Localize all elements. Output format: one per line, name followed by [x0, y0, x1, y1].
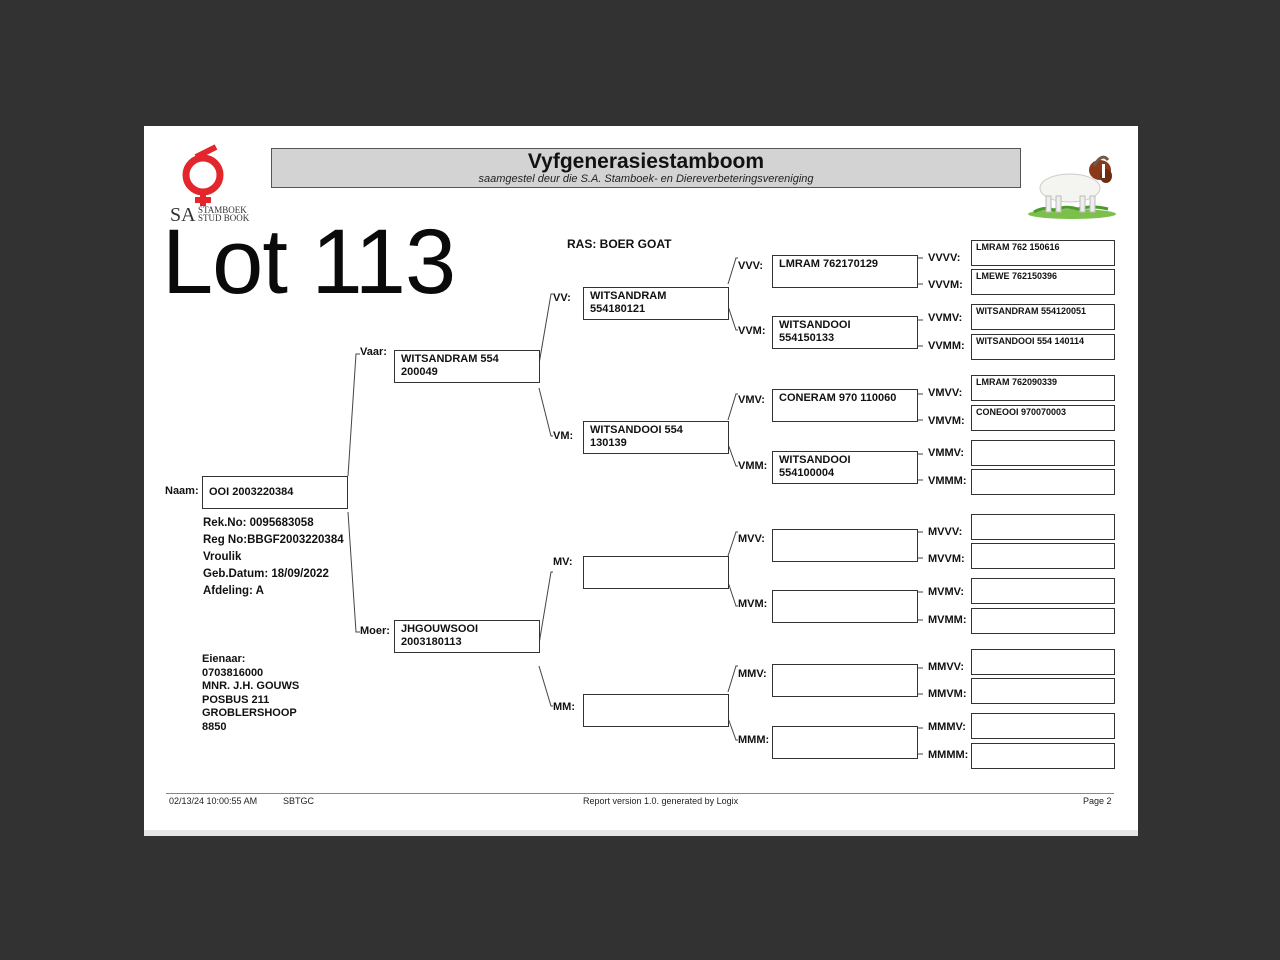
owner-block: Eienaar: 0703816000 MNR. J.H. GOUWS POSB…: [202, 653, 299, 734]
label-vmmm: VMMM:: [928, 475, 967, 487]
label-mmmv: MMMV:: [928, 721, 966, 733]
label-vvmv: VVMV:: [928, 312, 962, 324]
label-mmmm: MMMM:: [928, 749, 968, 761]
vvvv-box: LMRAM 762 150616: [971, 240, 1115, 266]
vm-line1: WITSANDOOI 554: [590, 424, 683, 436]
label-vv: VV:: [553, 292, 571, 304]
owner-label: Eienaar:: [202, 653, 299, 667]
label-mm: MM:: [553, 701, 575, 713]
label-mmm: MMM:: [738, 734, 769, 746]
mvm-box: [772, 590, 918, 623]
vv-line1: WITSANDRAM: [590, 290, 666, 302]
vvmv-box: WITSANDRAM 554120051: [971, 304, 1115, 330]
dam-line2: 2003180113: [401, 636, 462, 648]
label-mmvm: MMVM:: [928, 688, 967, 700]
vv-line2: 554180121: [590, 303, 645, 315]
mmmv-box: [971, 713, 1115, 739]
division: Afdeling: A: [203, 583, 344, 600]
sheet-bottom-edge: [144, 830, 1138, 836]
label-vvv: VVV:: [738, 260, 763, 272]
label-mvvv: MVVV:: [928, 526, 962, 538]
mmvv-box: [971, 649, 1115, 675]
sex: Vroulik: [203, 549, 344, 566]
label-naam: Naam:: [165, 485, 199, 497]
label-mmv: MMV:: [738, 668, 767, 680]
sire-line1: WITSANDRAM 554: [401, 353, 499, 365]
vmmv-box: [971, 440, 1115, 466]
mm-box: [583, 694, 729, 727]
label-vvvm: VVVM:: [928, 279, 963, 291]
mvmv-box: [971, 578, 1115, 604]
footer-rule: [166, 793, 1114, 794]
vvmm-box: WITSANDOOI 554 140114: [971, 334, 1115, 360]
mmmm-box: [971, 743, 1115, 769]
owner-address-line1: POSBUS 211: [202, 694, 299, 708]
label-mvv: MVV:: [738, 533, 765, 545]
mmv-box: [772, 664, 918, 697]
sire-line2: 200049: [401, 366, 438, 378]
vmmm-box: [971, 469, 1115, 495]
vvm-line2: 554150133: [779, 332, 834, 344]
animal-box: OOI 2003220384: [202, 476, 348, 509]
label-vmv: VMV:: [738, 394, 765, 406]
birth-date: Geb.Datum: 18/09/2022: [203, 566, 344, 583]
label-vvmm: VVMM:: [928, 340, 965, 352]
label-mvvm: MVVM:: [928, 553, 965, 565]
mvvv-box: [971, 514, 1115, 540]
label-mvmv: MVMV:: [928, 586, 964, 598]
footer-timestamp: 02/13/24 10:00:55 AM: [169, 796, 257, 806]
rek-no: Rek.No: 0095683058: [203, 515, 344, 532]
label-moer: Moer:: [360, 625, 390, 637]
label-vvm: VVM:: [738, 325, 766, 337]
label-vmm: VMM:: [738, 460, 767, 472]
label-vmvm: VMVM:: [928, 415, 965, 427]
vmm-line1: WITSANDOOI: [779, 454, 851, 466]
reg-no: Reg No:BBGF2003220384: [203, 532, 344, 549]
mvvm-box: [971, 543, 1115, 569]
footer-page: Page 2: [1083, 796, 1112, 806]
owner-phone: 0703816000: [202, 667, 299, 681]
vvv-line1: LMRAM 762170129: [779, 258, 878, 270]
label-vm: VM:: [553, 430, 573, 442]
animal-details: Rek.No: 0095683058 Reg No:BBGF2003220384…: [203, 515, 344, 600]
vm-line2: 130139: [590, 437, 627, 449]
label-vmmv: VMMV:: [928, 447, 964, 459]
vmv-box: CONERAM 970 110060: [772, 389, 918, 422]
mvmm-box: [971, 608, 1115, 634]
mv-box: [583, 556, 729, 589]
owner-address-line2: GROBLERSHOOP: [202, 707, 299, 721]
label-mvm: MVM:: [738, 598, 767, 610]
vvvm-box: LMEWE 762150396: [971, 269, 1115, 295]
mmvm-box: [971, 678, 1115, 704]
label-mv: MV:: [553, 556, 573, 568]
vmv-line1: CONERAM 970 110060: [779, 392, 896, 404]
vvm-line1: WITSANDOOI: [779, 319, 851, 331]
owner-name: MNR. J.H. GOUWS: [202, 680, 299, 694]
mvv-box: [772, 529, 918, 562]
label-mmvv: MMVV:: [928, 661, 964, 673]
mmm-box: [772, 726, 918, 759]
vmm-line2: 554100004: [779, 467, 834, 479]
footer-report-version: Report version 1.0. generated by Logix: [583, 796, 738, 806]
label-vvvv: VVVV:: [928, 252, 960, 264]
footer-code: SBTGC: [283, 796, 314, 806]
label-mvmm: MVMM:: [928, 614, 967, 626]
vvv-box: LMRAM 762170129: [772, 255, 918, 288]
owner-postcode: 8850: [202, 721, 299, 735]
label-vaar: Vaar:: [360, 346, 387, 358]
vmvv-box: LMRAM 762090339: [971, 375, 1115, 401]
vmvm-box: CONEOOI 970070003: [971, 405, 1115, 431]
label-vmvv: VMVV:: [928, 387, 962, 399]
dam-line1: JHGOUWSOOI: [401, 623, 478, 635]
